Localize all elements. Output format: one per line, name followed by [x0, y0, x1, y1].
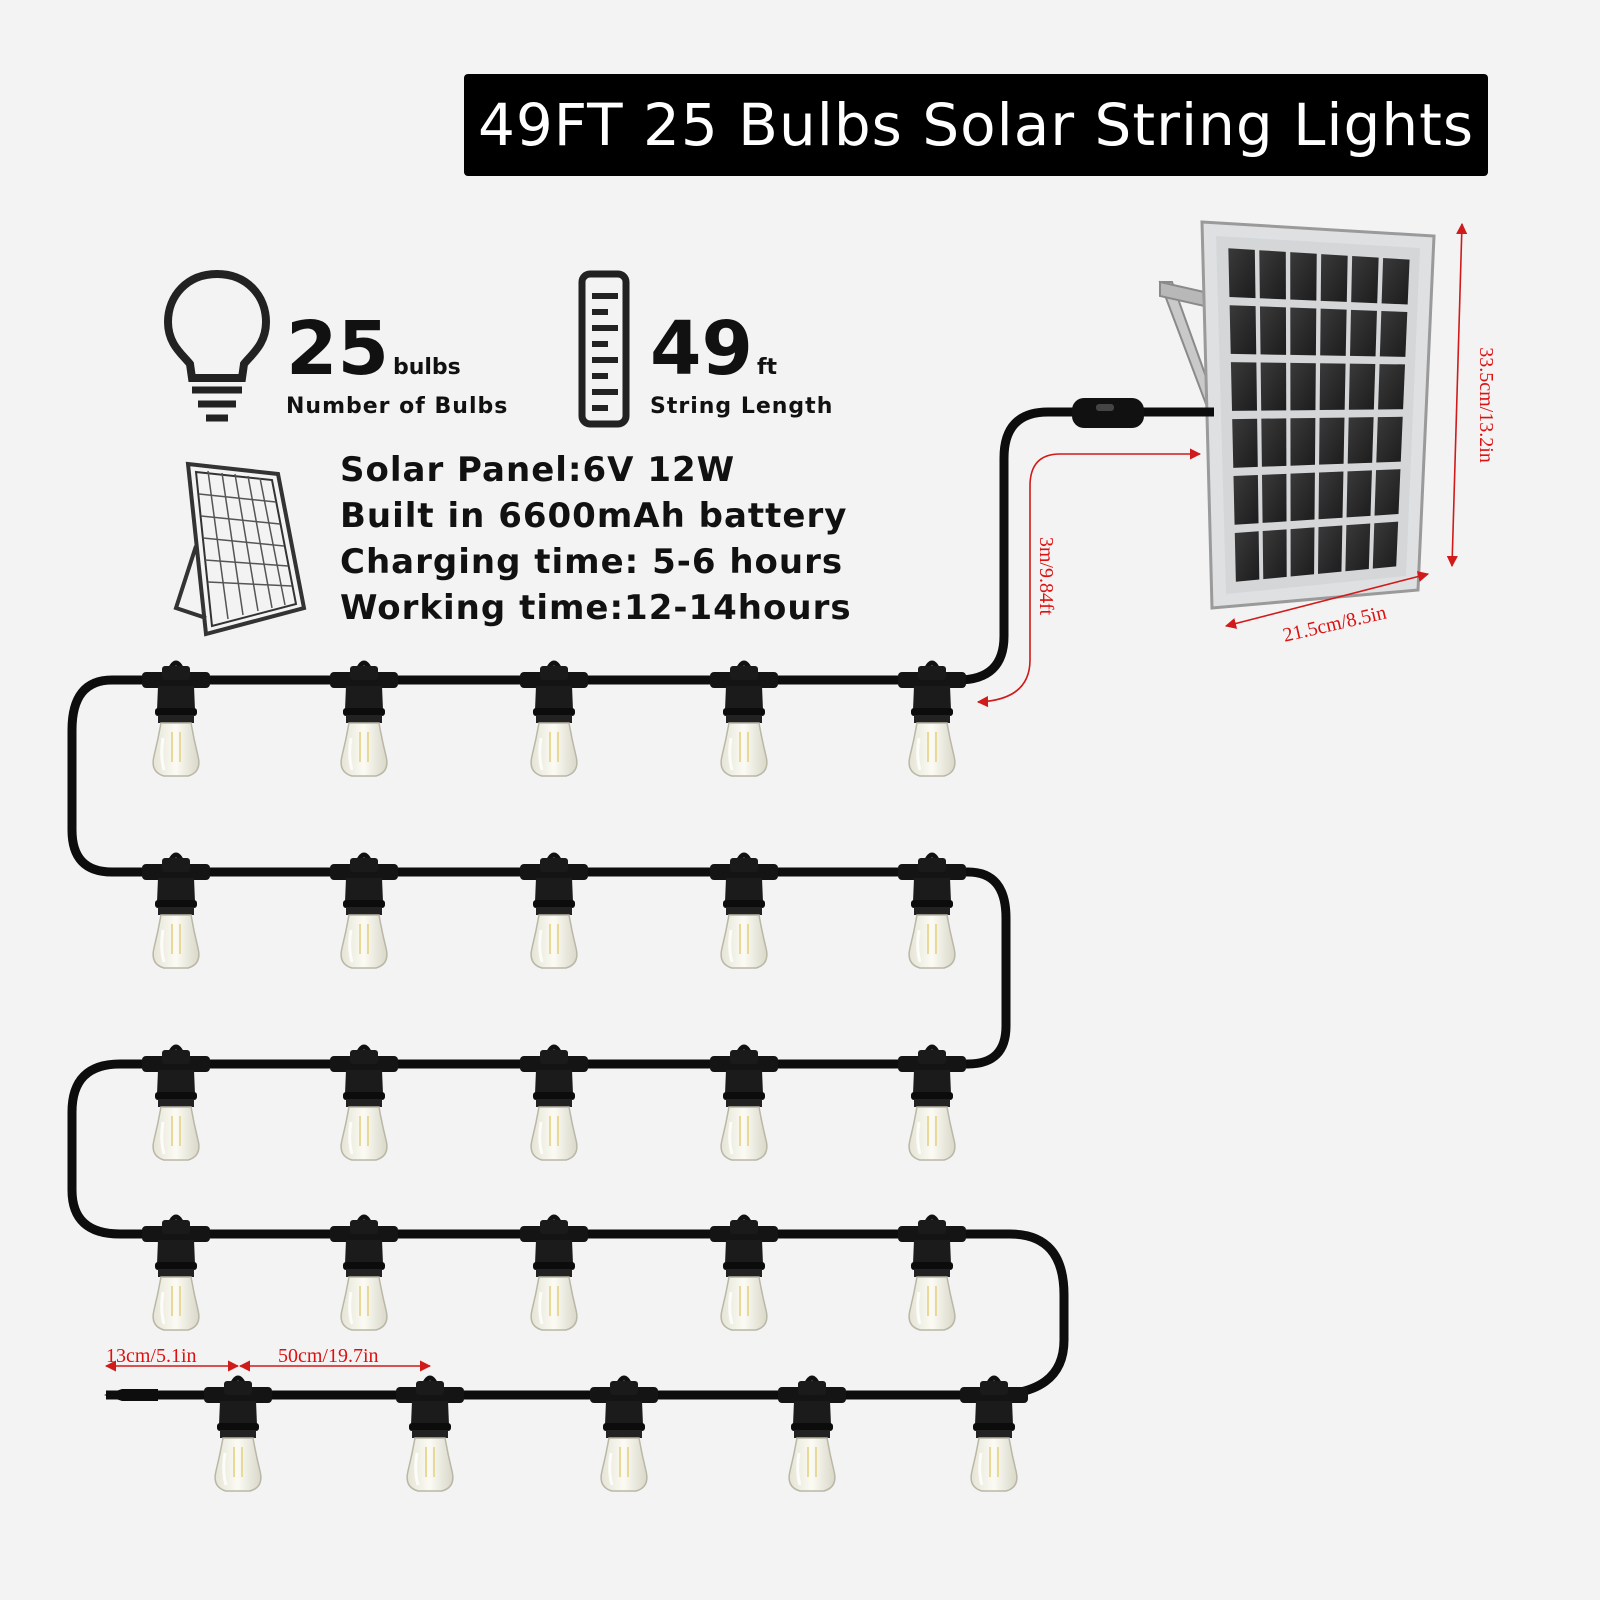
length-value: 49	[650, 306, 753, 392]
panel-cell	[1381, 257, 1410, 305]
panel-height-arrow	[1446, 222, 1468, 568]
panel-cell	[1262, 529, 1287, 580]
panel-cell	[1345, 523, 1371, 572]
panel-cell	[1290, 417, 1316, 466]
panel-cell	[1259, 250, 1286, 300]
bulb	[330, 1214, 398, 1331]
bulb	[590, 1375, 658, 1492]
spec-battery: Built in 6600mAh battery	[340, 496, 848, 536]
panel-cells	[1228, 248, 1410, 582]
panel-cell	[1319, 417, 1345, 465]
bulb	[520, 852, 588, 969]
panel-cell	[1376, 416, 1403, 463]
lead-cable-label: 3m/9.84ft	[1035, 537, 1057, 616]
switch-box	[1072, 398, 1144, 428]
panel-cell	[1290, 527, 1315, 577]
bulb	[396, 1375, 464, 1492]
panel-cell	[1320, 254, 1348, 302]
panel-cell	[1233, 475, 1259, 525]
ruler-icon	[578, 270, 630, 428]
bulb-group	[142, 660, 1028, 1492]
panel-cell	[1290, 307, 1317, 356]
bulb	[142, 660, 210, 777]
bulb	[778, 1375, 846, 1492]
panel-cell	[1290, 472, 1315, 522]
panel-cell	[1234, 531, 1260, 582]
panel-cell	[1260, 362, 1287, 411]
bulb	[142, 1044, 210, 1161]
bulb-caption: Number of Bulbs	[286, 394, 509, 419]
bulb	[710, 1214, 778, 1331]
bulb	[710, 660, 778, 777]
solar-panel-icon	[173, 461, 307, 637]
bulb	[898, 1214, 966, 1331]
panel-cell	[1318, 471, 1344, 520]
bulb	[898, 660, 966, 777]
panel-cell	[1230, 362, 1258, 411]
panel-cell	[1261, 418, 1287, 467]
bulb	[710, 1044, 778, 1161]
panel-cell	[1290, 252, 1317, 301]
bulb	[520, 660, 588, 777]
bulb-unit: bulbs	[392, 355, 461, 380]
bulb	[898, 1044, 966, 1161]
panel-cell	[1229, 305, 1257, 355]
panel-width-arrow	[1224, 571, 1430, 629]
bulb	[520, 1214, 588, 1331]
panel-cell	[1346, 470, 1372, 518]
bulb-count: 25	[286, 306, 389, 392]
spec-working-time: Working time:12-14hours	[340, 588, 852, 628]
panel-cell	[1379, 311, 1408, 357]
panel-cell	[1318, 525, 1343, 574]
bulb-spacing-label: 50cm/19.7in	[278, 1345, 379, 1367]
title-banner: 49FT 25 Bulbs Solar String Lights	[464, 74, 1488, 176]
end-spacing-label: 13cm/5.1in	[106, 1345, 197, 1367]
length-unit: ft	[756, 355, 778, 380]
page-title: 49FT 25 Bulbs Solar String Lights	[477, 91, 1475, 159]
bulb	[330, 1044, 398, 1161]
lead-cable-arrow	[976, 448, 1202, 708]
bulb-icon	[163, 269, 271, 422]
panel-cell	[1374, 469, 1401, 516]
length-caption: String Length	[650, 394, 834, 419]
panel-cell	[1261, 473, 1287, 523]
panel-cell	[1378, 364, 1406, 410]
end-plug	[104, 1389, 158, 1401]
spec-charging-time: Charging time: 5-6 hours	[340, 542, 844, 582]
bulb	[204, 1375, 272, 1492]
bulb	[898, 852, 966, 969]
panel-cell	[1351, 256, 1379, 304]
bulb	[142, 852, 210, 969]
panel-cell	[1320, 308, 1347, 356]
panel-cell	[1228, 248, 1256, 299]
panel-cell	[1232, 418, 1258, 468]
panel-cell	[1259, 306, 1287, 355]
panel-cell	[1290, 362, 1316, 411]
panel-cell	[1348, 363, 1376, 410]
bulb	[330, 660, 398, 777]
bulb	[520, 1044, 588, 1161]
panel-cell	[1372, 521, 1399, 569]
bulb	[330, 852, 398, 969]
panel-cell	[1347, 417, 1374, 464]
bulb	[960, 1375, 1028, 1492]
solar-panel	[1158, 220, 1436, 610]
bulb	[142, 1214, 210, 1331]
panel-cell	[1350, 309, 1377, 357]
panel-height-label: 33.5cm/13.2in	[1475, 347, 1497, 463]
bulb	[710, 852, 778, 969]
panel-cell	[1319, 363, 1346, 411]
spec-solar-panel: Solar Panel:6V 12W	[340, 450, 736, 490]
specs-list: Solar Panel:6V 12W Built in 6600mAh batt…	[340, 447, 852, 631]
